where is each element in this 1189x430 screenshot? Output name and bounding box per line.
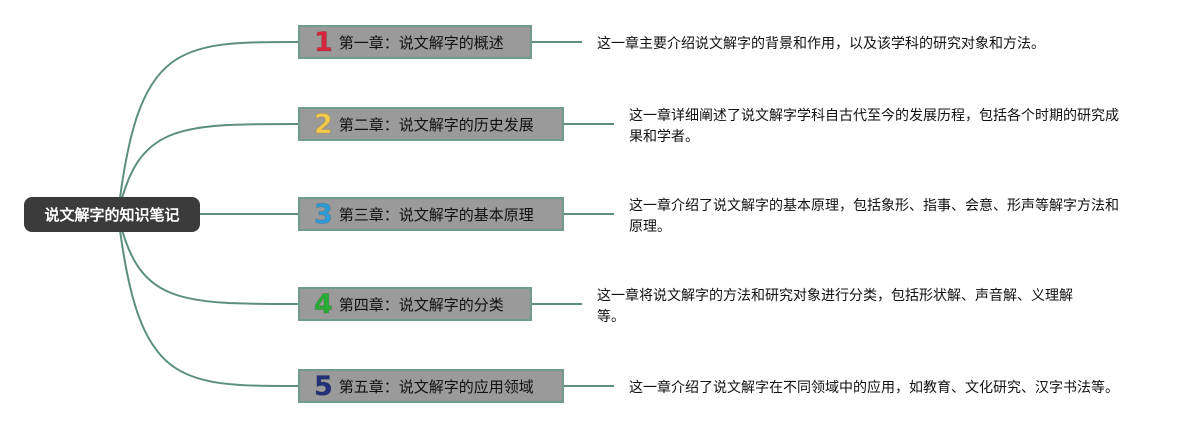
chapter-node-2[interactable]: 2 第二章：说文解字的历史发展: [298, 107, 564, 141]
chapter-title: 第三章：说文解字的基本原理: [338, 205, 534, 224]
chapter-node-4[interactable]: 4 第四章：说文解字的分类: [298, 287, 532, 321]
number-1-icon: 1: [314, 26, 334, 58]
number-5-icon: 5: [314, 370, 334, 402]
chapter-node-5[interactable]: 5 第五章：说文解字的应用领域: [298, 369, 564, 403]
chapter-description: 这一章介绍了说文解字在不同领域中的应用，如教育、文化研究、汉字书法等。: [629, 380, 1119, 396]
chapter-node-1[interactable]: 1 第一章：说文解字的概述: [298, 25, 532, 59]
number-2-icon: 2: [314, 108, 334, 140]
chapter-title: 第五章：说文解字的应用领域: [338, 377, 534, 396]
chapter-description: 这一章将说文解字的方法和研究对象进行分类，包括形状解、声音解、义理解等。: [597, 288, 1073, 325]
root-link-chapter-5: [117, 213, 299, 387]
number-3-icon: 3: [314, 198, 334, 230]
number-4-icon: 4: [314, 288, 334, 320]
chapter-title: 第四章：说文解字的分类: [338, 295, 504, 314]
root-link-chapter-2: [117, 123, 299, 215]
root-link-chapter-4: [117, 213, 299, 305]
root-topic[interactable]: 说文解字的知识笔记: [24, 197, 200, 232]
chapter-description: 这一章主要介绍说文解字的背景和作用，以及该学科的研究对象和方法。: [597, 36, 1045, 52]
root-link-chapter-1: [117, 41, 299, 215]
chapter-description: 这一章介绍了说文解字的基本原理，包括象形、指事、会意、形声等解字方法和原理。: [629, 198, 1119, 235]
chapter-title: 第二章：说文解字的历史发展: [338, 115, 534, 134]
root-topic-label: 说文解字的知识笔记: [44, 206, 180, 224]
chapter-description: 这一章详细阐述了说文解字学科自古代至今的发展历程，包括各个时期的研究成果和学者。: [629, 108, 1119, 145]
chapter-node-3[interactable]: 3 第三章：说文解字的基本原理: [298, 197, 564, 231]
chapter-title: 第一章：说文解字的概述: [338, 33, 504, 52]
